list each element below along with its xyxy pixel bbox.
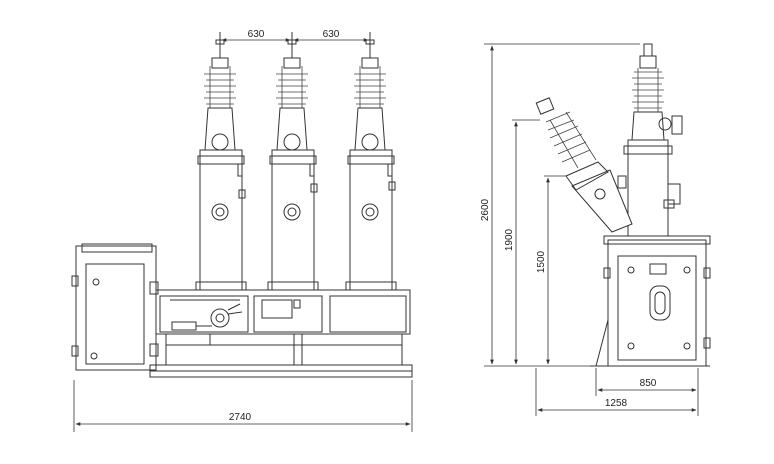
overall-width-dimension: 2740 bbox=[73, 380, 413, 432]
pole-spacing-right-label: 630 bbox=[323, 29, 340, 40]
mechanism-frame bbox=[155, 289, 411, 365]
pole-spacing-left-label: 630 bbox=[248, 29, 265, 40]
pole-2 bbox=[267, 32, 319, 291]
height-dimensions: 2600 1900 1500 bbox=[480, 43, 640, 367]
side-view: 2600 1900 1500 850 1258 bbox=[480, 43, 711, 416]
pole-spacing-dimensions: 630 630 bbox=[221, 29, 369, 42]
lower-bushing-height-label: 1500 bbox=[536, 250, 547, 273]
pole-1 bbox=[195, 32, 247, 291]
overall-width-label: 2740 bbox=[229, 412, 252, 423]
bushing-height-label: 1900 bbox=[504, 228, 515, 251]
control-cabinet bbox=[71, 243, 159, 371]
front-view: 630 630 2740 bbox=[71, 29, 413, 432]
side-inclined-bushing bbox=[535, 97, 633, 233]
depth-dimensions: 850 1258 bbox=[535, 368, 699, 416]
side-cabinet bbox=[590, 235, 711, 367]
overall-depth-label: 1258 bbox=[605, 398, 628, 409]
total-height-label: 2600 bbox=[480, 198, 491, 221]
pole-3 bbox=[345, 32, 397, 291]
base-depth-label: 850 bbox=[640, 378, 657, 389]
side-column bbox=[623, 43, 683, 237]
